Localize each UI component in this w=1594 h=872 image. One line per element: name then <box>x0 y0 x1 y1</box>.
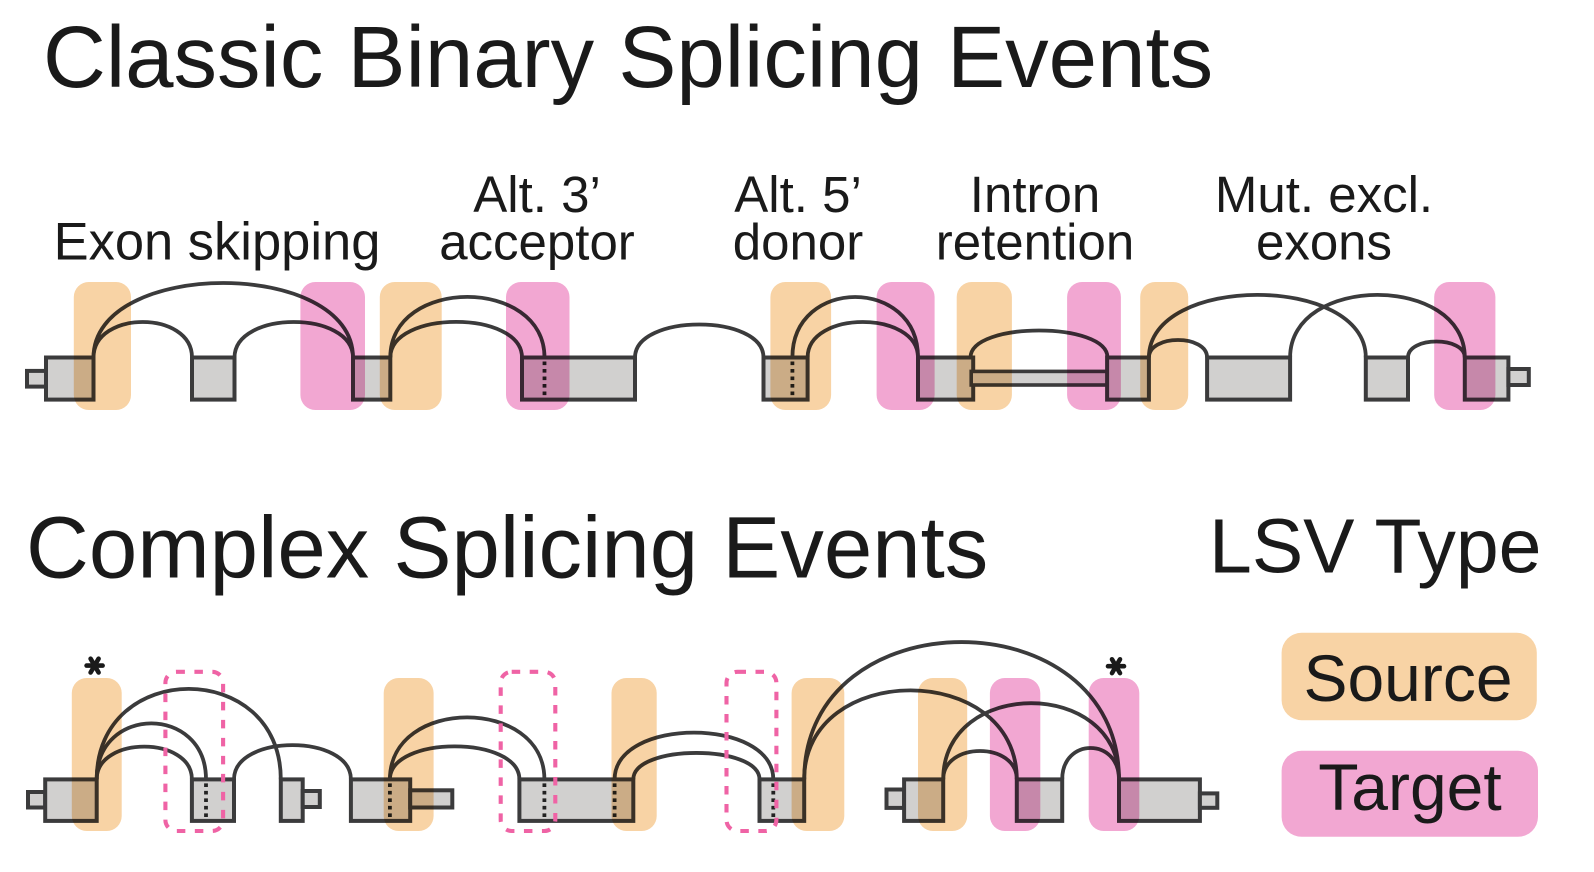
svg-text:Alt. 3’: Alt. 3’ <box>473 166 601 223</box>
svg-text:retention: retention <box>936 214 1134 271</box>
svg-text:Mut. excl.: Mut. excl. <box>1215 166 1433 223</box>
svg-text:exons: exons <box>1256 214 1392 271</box>
svg-text:Intron: Intron <box>970 166 1100 223</box>
svg-text:Target: Target <box>1318 750 1501 824</box>
svg-text:acceptor: acceptor <box>439 214 635 271</box>
svg-text:Exon skipping: Exon skipping <box>54 213 381 272</box>
svg-text:donor: donor <box>733 214 863 271</box>
svg-text:Classic Binary Splicing Events: Classic Binary Splicing Events <box>43 9 1213 106</box>
svg-text:Source: Source <box>1303 641 1512 715</box>
svg-text:Alt. 5’: Alt. 5’ <box>734 166 862 223</box>
svg-text:LSV Type: LSV Type <box>1209 504 1541 590</box>
svg-text:Complex Splicing Events: Complex Splicing Events <box>26 499 988 596</box>
